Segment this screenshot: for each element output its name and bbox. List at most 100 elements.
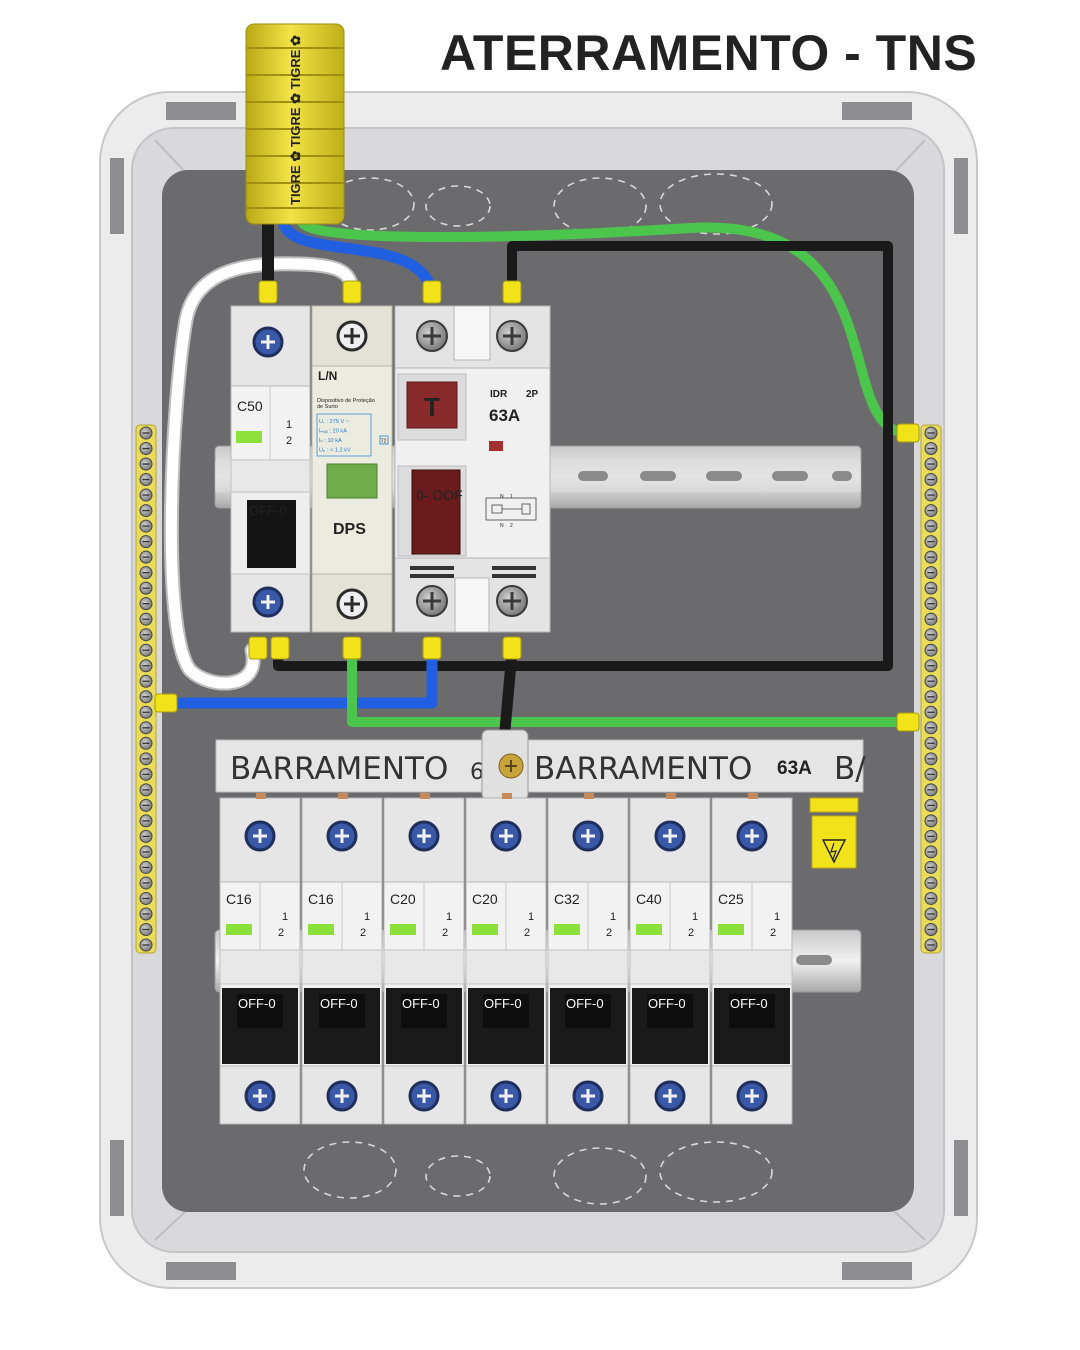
main-breaker-pole-bottom: 2 (286, 435, 292, 447)
branch-breaker-state: OFF-0 (484, 996, 522, 1011)
branch-breaker-rating: C40 (636, 891, 662, 907)
branch-breaker-state: OFF-0 (402, 996, 440, 1011)
phase-wire-busbar (499, 646, 518, 736)
branch-breaker-rating: C20 (472, 891, 498, 907)
branch-breaker-bottom-screw-icon (736, 1080, 768, 1112)
wire-connector-icon (342, 636, 362, 660)
branch-breaker-bottom-screw-icon (490, 1080, 522, 1112)
idr-pole-n: N (500, 494, 504, 500)
idr-bottom-right-screw-icon (496, 585, 528, 617)
main-breaker-bottom-screw-icon (252, 586, 284, 618)
dps-spec-line: U꜀ : 275 V ~ (319, 419, 350, 425)
wire-connector-icon (422, 636, 442, 660)
knockouts (303, 173, 773, 1205)
wire-connector-icon (896, 712, 920, 732)
idr-test-button-label: T (424, 392, 440, 422)
main-breaker-state: OFF-0 (249, 503, 287, 518)
main-breaker-lever[interactable] (247, 500, 296, 568)
branch-breaker-state: OFF-0 (238, 996, 276, 1011)
branch-breaker-pole-top: 1 (774, 911, 780, 923)
wire-connector-icon (154, 693, 178, 713)
residual-current-device-idr[interactable]: T IDR 2P 63A 0- OOF N 1 2 N (394, 305, 551, 633)
branch-breaker-bottom-screw-icon (326, 1080, 358, 1112)
busbar-end-cap (809, 797, 859, 869)
branch-breaker-bottom-screw-icon (572, 1080, 604, 1112)
branch-breaker-pole-bottom: 2 (278, 927, 284, 939)
wiring (158, 216, 913, 736)
ground-wire-main (297, 217, 913, 438)
dps-spec-line: Iₙ : 10 kA (319, 438, 342, 444)
branch-breaker-top-screw-icon (244, 820, 276, 852)
branch-breaker-pole-bottom: 2 (524, 927, 530, 939)
branch-breaker-pole-bottom: 2 (606, 927, 612, 939)
idr-poles: 2P (526, 389, 539, 400)
idr-rating: 63A (489, 406, 520, 425)
branch-breaker-top-screw-icon (572, 820, 604, 852)
branch-breaker-rating: C16 (308, 891, 334, 907)
idr-pole-n-bottom: N (500, 523, 504, 529)
branch-breaker-state: OFF-0 (648, 996, 686, 1011)
branch-breaker-pole-bottom: 2 (688, 927, 694, 939)
branch-breaker-pole-bottom: 2 (360, 927, 366, 939)
wire-connector-icon (422, 280, 442, 304)
main-breaker-rating: C50 (237, 398, 263, 414)
idr-test-button[interactable] (406, 381, 458, 429)
dps-bottom-screw-icon (336, 588, 368, 620)
branch-breaker-state: OFF-0 (566, 996, 604, 1011)
wire-connector-icon (258, 280, 278, 304)
idr-top-left-screw-icon (416, 320, 448, 352)
main-breaker[interactable]: C50 1 2 OFF-0 (230, 305, 311, 633)
wire-connector-icon (502, 636, 522, 660)
busbar-text-1-tail: 6 (470, 760, 484, 785)
dps-specs: U꜀ : 275 V ~ Iₘₐₓ : 20 kA Iₙ : 10 kA Uₚ : <… (316, 413, 372, 457)
main-breaker-pole-top: 1 (286, 419, 292, 431)
dps-terminal-label: L/N (318, 369, 337, 383)
dps-top-screw-icon (336, 320, 368, 352)
conduit-brand: TIGRE ✿ TIGRE ✿ TIGRE ✿ (288, 35, 303, 205)
branch-breaker-bottom-screw-icon (244, 1080, 276, 1112)
ground-terminal-strip-left (135, 424, 157, 954)
branch-breaker-top-screw-icon (326, 820, 358, 852)
wire-connector-icon (342, 280, 362, 304)
busbar-text-3-tail: B/ (834, 751, 866, 787)
branch-breaker-bottom-screw-icon (654, 1080, 686, 1112)
wire-connector-icon (896, 423, 920, 443)
branch-breaker-pole-top: 1 (692, 911, 698, 923)
branch-breaker-rating: C25 (718, 891, 744, 907)
branch-breaker-pole-top: 1 (610, 911, 616, 923)
branch-breaker-rating: C16 (226, 891, 252, 907)
branch-breaker-pole-top: 1 (364, 911, 370, 923)
diagram-title: ATERRAMENTO - TNS (440, 25, 978, 81)
branch-breaker-pole-top: 1 (446, 911, 452, 923)
wire-connectors (154, 280, 920, 732)
neutral-wire-out (158, 646, 438, 709)
wire-connector-icon (248, 636, 268, 660)
dps-spec-line: Uₚ : < 1,2 kV (319, 448, 351, 454)
branch-breaker-pole-top: 1 (282, 911, 288, 923)
idr-lever[interactable] (411, 469, 461, 555)
dps-indicator (326, 463, 378, 499)
dps-label: DPS (333, 521, 366, 538)
branch-breaker-top-screw-icon (736, 820, 768, 852)
neutral-terminal-strip-right (920, 424, 942, 954)
busbar-text-2: BARRAMENTO (534, 751, 752, 787)
branch-breaker-rating: C20 (390, 891, 416, 907)
idr-circuit-symbol-icon (485, 497, 537, 521)
busbar-text-1: BARRAMENTO (230, 751, 448, 787)
branch-breaker-top-screw-icon (408, 820, 440, 852)
branch-breaker-pole-bottom: 2 (442, 927, 448, 939)
neutral-wire-main (277, 216, 438, 298)
dps-spec-line: Iₘₐₓ : 20 kA (319, 429, 347, 435)
busbar-clamp-icon (481, 729, 529, 801)
wire-connector-icon (502, 280, 522, 304)
